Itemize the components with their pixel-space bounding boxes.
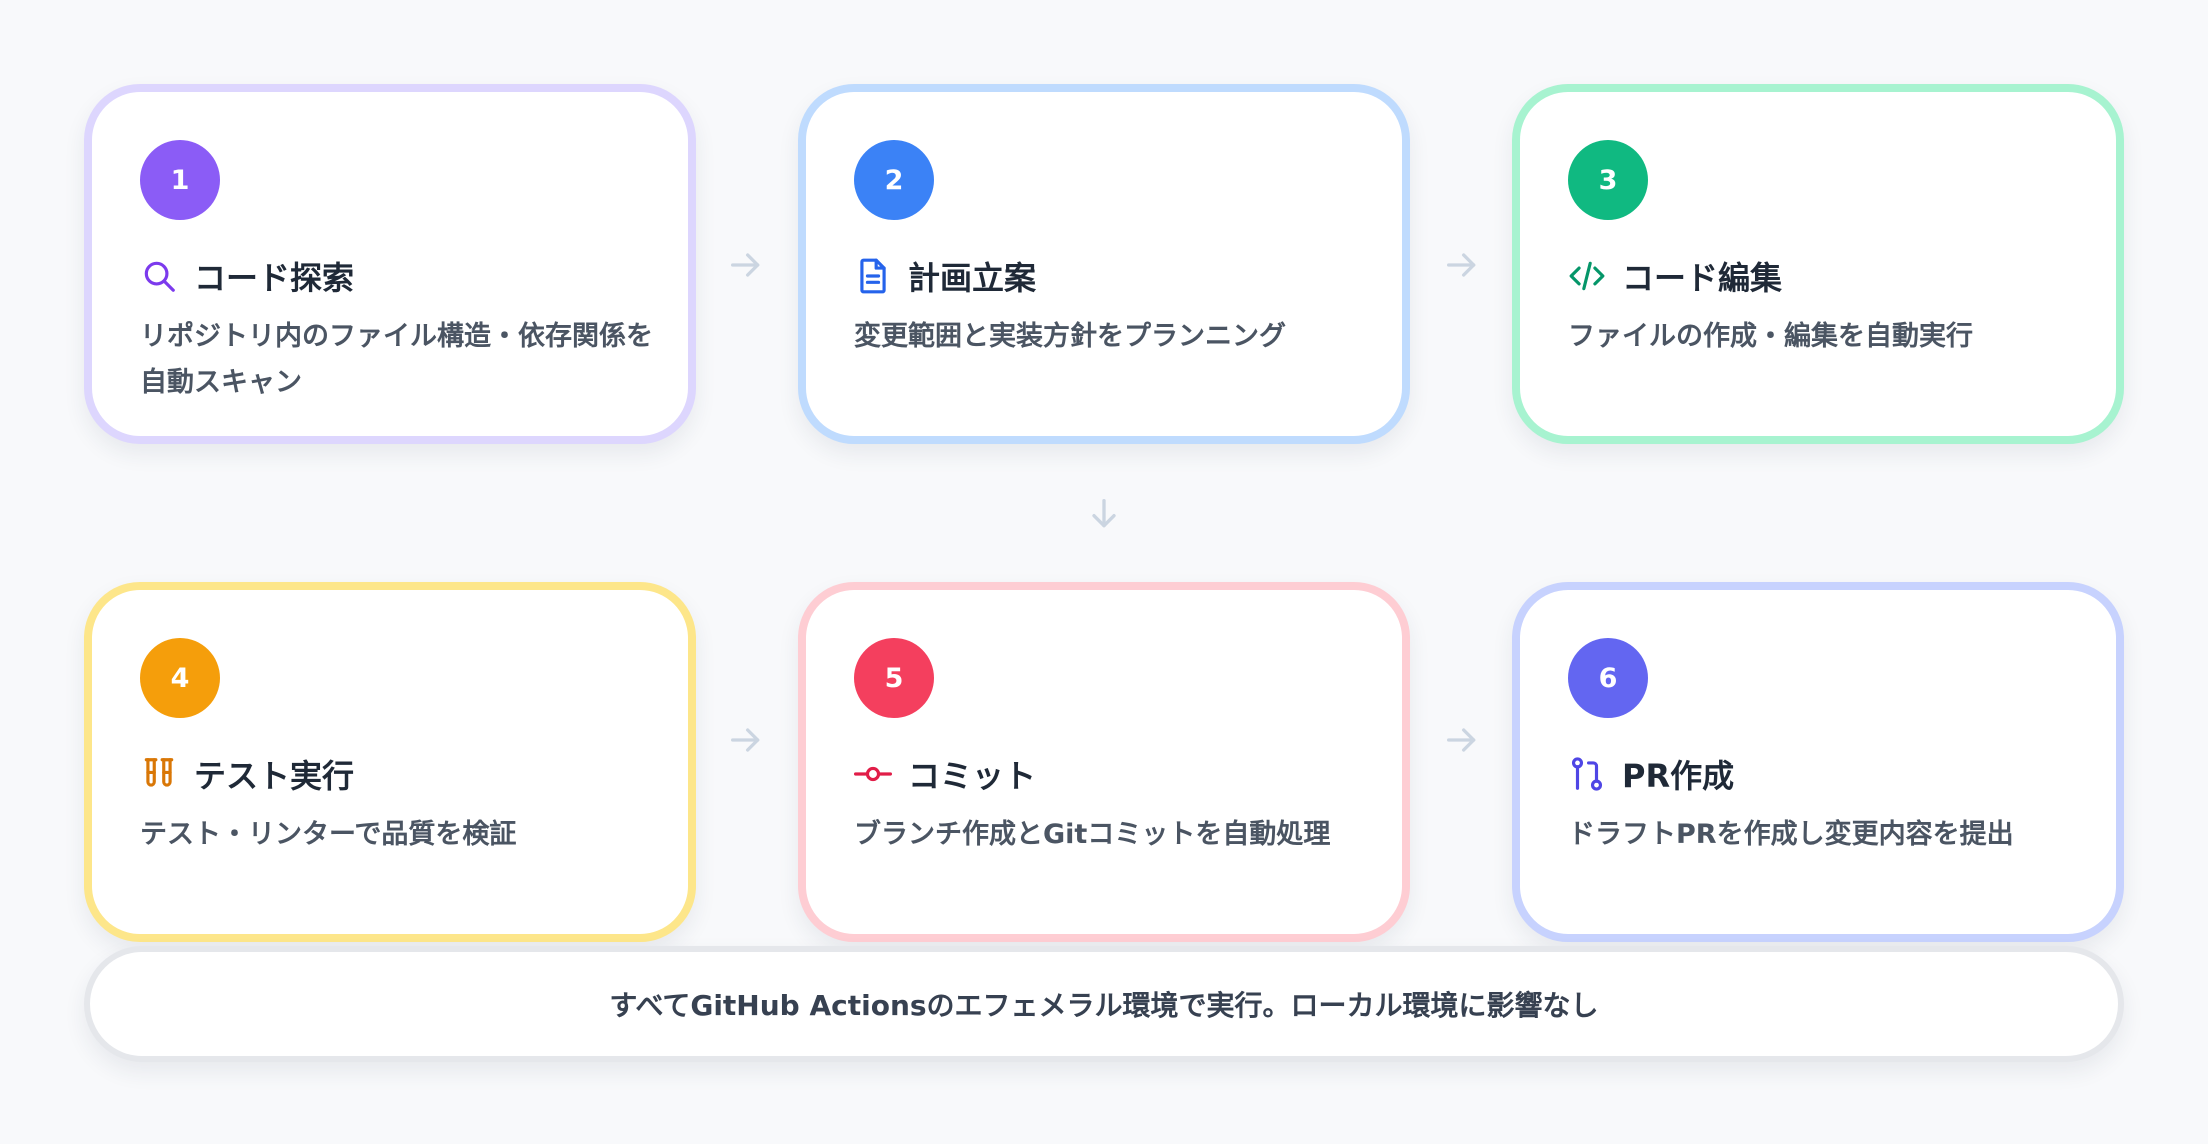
step-title-row: テスト実行 <box>140 750 354 798</box>
step-description: ファイルの作成・編集を自動実行 <box>1568 321 1973 352</box>
step-description: ドラフトPRを作成し変更内容を提出 <box>1568 819 2014 850</box>
test-tubes-icon <box>140 755 178 793</box>
git-commit-icon <box>854 755 892 793</box>
code-icon <box>1568 257 1606 295</box>
git-pull-request-icon <box>1568 755 1606 793</box>
step-title: 計画立案 <box>908 259 1037 297</box>
arrow-right-icon <box>1442 720 1482 760</box>
step-card-6: 6 PR作成 ドラフトPRを作成し変更内容を提出 <box>1512 582 2124 942</box>
arrow-down-icon <box>1084 494 1124 534</box>
step-description: 変更範囲と実装方針をプランニング <box>854 321 1286 352</box>
arrow-right-icon <box>1442 245 1482 285</box>
step-title-row: コード編集 <box>1568 252 1782 300</box>
step-number-badge: 6 <box>1568 638 1648 718</box>
step-number-badge: 2 <box>854 140 934 220</box>
document-icon <box>854 257 892 295</box>
footer-note: すべてGitHub Actionsのエフェメラル環境で実行。ローカル環境に影響な… <box>84 946 2124 1062</box>
step-title: コミット <box>908 757 1037 795</box>
step-number-badge: 3 <box>1568 140 1648 220</box>
step-card-3: 3 コード編集 ファイルの作成・編集を自動実行 <box>1512 84 2124 444</box>
step-title-row: PR作成 <box>1568 750 1734 798</box>
step-title: テスト実行 <box>194 757 355 795</box>
step-card-1: 1 コード探索 リポジトリ内のファイル構造・依存関係を自動スキャン <box>84 84 696 444</box>
step-title: PR作成 <box>1622 757 1735 795</box>
step-title-row: 計画立案 <box>854 252 1036 300</box>
step-title: コード編集 <box>1622 259 1783 297</box>
step-description: ブランチ作成とGitコミットを自動処理 <box>854 819 1331 850</box>
step-card-5: 5 コミット ブランチ作成とGitコミットを自動処理 <box>798 582 1410 942</box>
step-description: リポジトリ内のファイル構造・依存関係を自動スキャン <box>140 321 653 398</box>
step-number-badge: 5 <box>854 638 934 718</box>
step-number-badge: 1 <box>140 140 220 220</box>
step-number-badge: 4 <box>140 638 220 718</box>
step-card-2: 2 計画立案 変更範囲と実装方針をプランニング <box>798 84 1410 444</box>
step-card-4: 4 テスト実行 テスト・リンターで品質を検証 <box>84 582 696 942</box>
step-title-row: コミット <box>854 750 1036 798</box>
step-title: コード探索 <box>194 259 355 297</box>
footer-text: すべてGitHub Actionsのエフェメラル環境で実行。ローカル環境に影響な… <box>609 989 1599 1022</box>
step-title-row: コード探索 <box>140 252 354 300</box>
arrow-right-icon <box>726 720 766 760</box>
arrow-right-icon <box>726 245 766 285</box>
search-icon <box>140 257 178 295</box>
step-description: テスト・リンターで品質を検証 <box>140 819 517 850</box>
